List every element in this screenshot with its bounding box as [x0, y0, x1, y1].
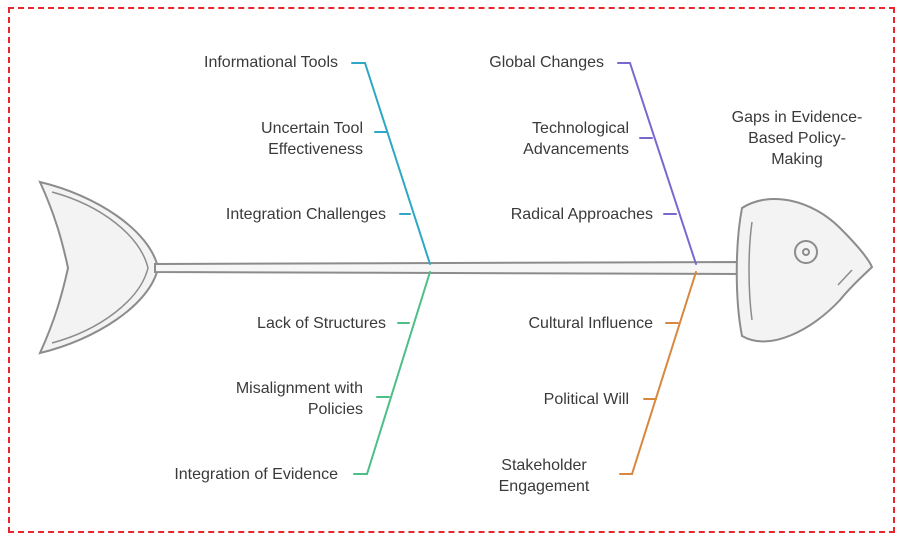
cause-cultural-influence: Cultural Influence: [528, 315, 653, 332]
cause-stakeholder-engagement: Stakeholder Engagement: [498, 457, 590, 495]
branch-bottom-left: [353, 271, 431, 475]
cause-misalignment-with-policies: Misalignment with Policies: [235, 380, 363, 418]
fish-spine: [154, 260, 743, 276]
cause-integration-of-evidence: Integration of Evidence: [174, 466, 338, 483]
fish-head: [735, 197, 874, 343]
problem-title: Gaps in Evidence- Based Policy- Making: [731, 109, 863, 168]
cause-lack-of-structures: Lack of Structures: [257, 315, 386, 332]
cause-integration-challenges: Integration Challenges: [225, 206, 386, 223]
branch-top-left: [351, 62, 431, 265]
cause-global-changes: Global Changes: [489, 54, 604, 71]
cause-political-will: Political Will: [543, 391, 629, 408]
branch-bottom-right: [619, 271, 697, 475]
cause-uncertain-tool-effectiveness: Uncertain Tool Effectiveness: [261, 120, 363, 158]
fish-tail: [38, 180, 160, 355]
cause-radical-approaches: Radical Approaches: [510, 206, 653, 223]
cause-informational-tools: Informational Tools: [204, 54, 338, 71]
dashed-frame: [8, 7, 895, 533]
cause-technological-advancements: Technological Advancements: [523, 120, 629, 158]
branch-top-right: [617, 62, 697, 265]
